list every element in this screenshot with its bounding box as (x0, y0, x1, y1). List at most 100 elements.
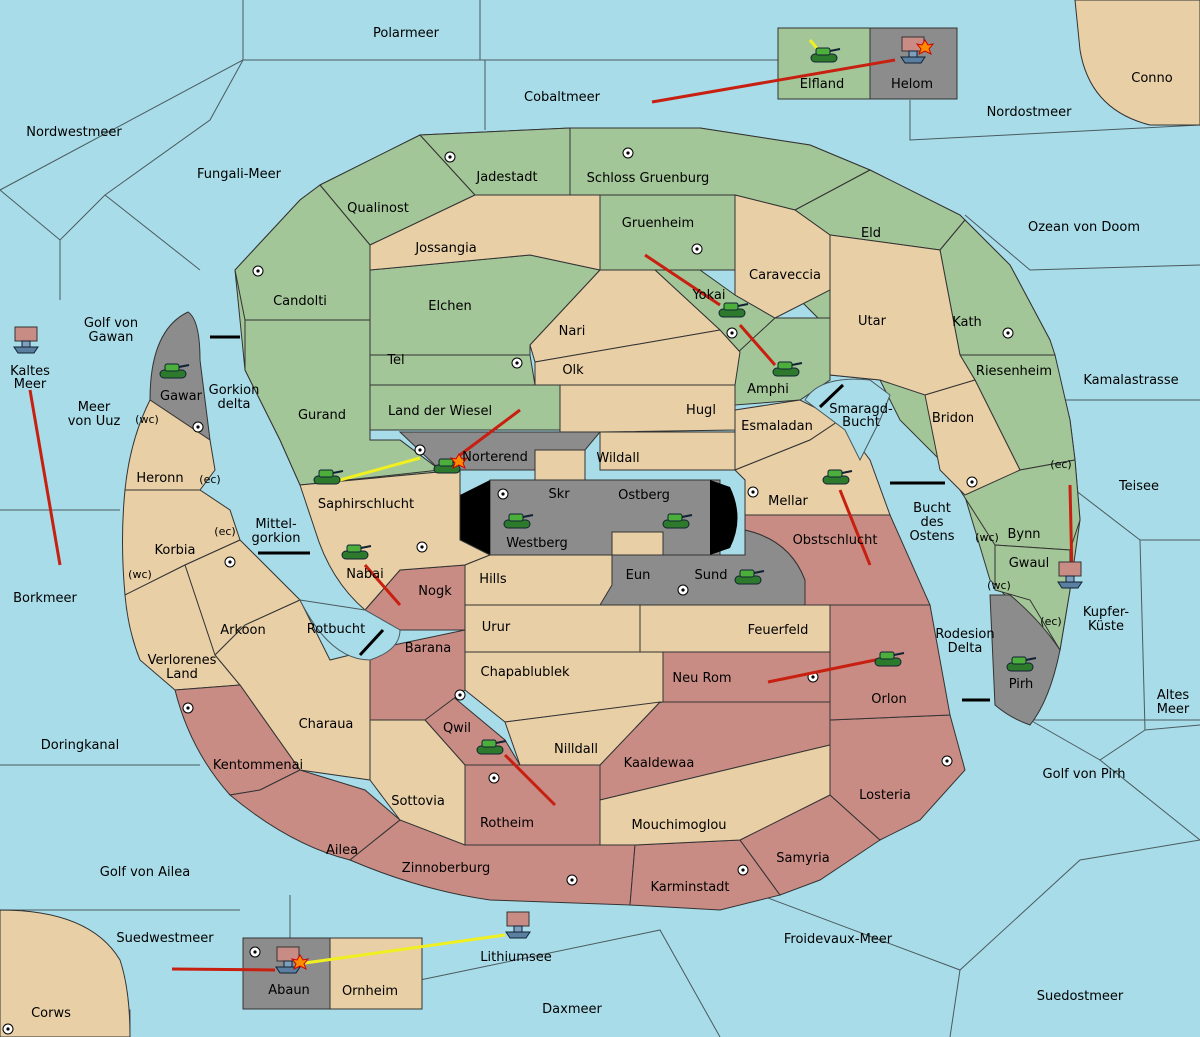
label-mittel-2: gorkion (252, 531, 301, 546)
army-unit-icon[interactable] (159, 363, 190, 379)
label-wiesel: Land der Wiesel (388, 404, 492, 419)
label-eld: Eld (861, 226, 881, 241)
label-altes-1: Altes (1157, 688, 1190, 703)
label-suedostmeer: Suedostmeer (1037, 989, 1124, 1004)
region-nilldall[interactable] (504, 701, 662, 766)
label-helom: Helom (891, 77, 933, 92)
army-unit-icon[interactable] (476, 739, 507, 755)
region-jossangia[interactable] (369, 194, 601, 271)
region-wiesel[interactable] (369, 384, 561, 431)
army-unit-icon[interactable] (341, 544, 372, 560)
region-mouchimoglou[interactable] (599, 744, 831, 846)
label-kath: Kath (952, 315, 982, 330)
region-ailea[interactable] (228, 769, 401, 861)
fleet-unit-icon[interactable] (275, 946, 301, 974)
region-conno[interactable] (1074, 0, 1200, 126)
region-heronn[interactable] (124, 399, 216, 491)
label-golf-gawan-2: Gawan (89, 330, 134, 345)
region-barana[interactable] (369, 629, 466, 721)
fleet-unit-icon[interactable] (13, 326, 39, 354)
region-hugl[interactable] (559, 384, 736, 433)
region-bridon[interactable] (924, 379, 1021, 496)
label-hugl: Hugl (686, 403, 716, 418)
sea-rotbucht[interactable] (299, 599, 401, 661)
label-cobaltmeer: Cobaltmeer (524, 90, 601, 105)
army-unit-icon[interactable] (822, 469, 853, 485)
label-teisee: Teisee (1118, 479, 1159, 494)
supply-centre-icon (497, 488, 509, 500)
label-utar: Utar (858, 314, 887, 329)
label-bucht-3: Ostens (909, 529, 954, 544)
label-saphir: Saphirschlucht (318, 497, 414, 512)
army-unit-icon[interactable] (772, 361, 803, 377)
fleet-unit-icon[interactable] (900, 36, 926, 64)
label-suedwestmeer: Suedwestmeer (116, 931, 214, 946)
label-nari: Nari (559, 324, 586, 339)
label-kaaldewaa: Kaaldewaa (624, 756, 695, 771)
army-unit-icon[interactable] (734, 569, 765, 585)
move-arrow (767, 656, 886, 684)
label-amphi: Amphi (747, 382, 789, 397)
dislodge-icon (915, 39, 935, 56)
arrows (28, 39, 1074, 972)
label-kentommenai: Kentommenai (213, 758, 303, 773)
label-conno: Conno (1131, 71, 1173, 86)
supply-centre-icon (566, 874, 578, 886)
supply-centre-icon (252, 265, 264, 277)
adjacency-arrow (818, 383, 845, 409)
supply-centre-icon (691, 243, 703, 255)
label-ailea: Ailea (326, 843, 358, 858)
label-samyria: Samyria (776, 851, 830, 866)
label-hills: Hills (479, 572, 507, 587)
army-unit-icon[interactable] (1006, 656, 1037, 672)
supply-centre-icon (1002, 327, 1014, 339)
army-unit-icon[interactable] (718, 302, 749, 318)
army-unit-icon[interactable] (874, 651, 905, 667)
label-gwaul-wc: (wc) (987, 579, 1011, 592)
army-unit-icon[interactable] (313, 469, 344, 485)
supply-centre-icon (488, 772, 500, 784)
label-orlon: Orlon (871, 692, 906, 707)
region-sottovia[interactable] (369, 719, 466, 846)
region-mellar[interactable] (734, 419, 891, 516)
label-borkmeer: Borkmeer (13, 591, 77, 606)
label-kaltes-1: Kaltes (10, 364, 50, 379)
army-unit-icon[interactable] (503, 513, 534, 529)
label-kupfer-1: Kupfer- (1083, 605, 1129, 620)
supply-centre-icon (444, 151, 456, 163)
region-feuerfeld[interactable] (639, 604, 831, 653)
label-nilldall: Nilldall (554, 742, 598, 757)
fleet-unit-icon[interactable] (505, 911, 531, 939)
region-gruenheim[interactable] (599, 194, 736, 271)
support-arrow (304, 933, 506, 965)
region-rotheim[interactable] (464, 764, 601, 846)
label-sund: Sund (695, 568, 728, 583)
label-korbia: Korbia (154, 543, 195, 558)
label-arkoon: Arkoon (220, 623, 265, 638)
label-tel: Tel (386, 353, 404, 368)
supply-centre-icon (454, 689, 466, 701)
label-bynn-wc: (wc) (975, 531, 999, 544)
label-heronn-ec: (ec) (199, 473, 220, 486)
move-arrow (459, 408, 521, 457)
label-yokai: Yokai (691, 288, 725, 303)
label-smaragd-1: Smaragd- (829, 402, 893, 417)
supply-centre-icon (182, 702, 194, 714)
label-corws: Corws (31, 1006, 71, 1021)
label-olk: Olk (562, 363, 584, 378)
label-losteria: Losteria (859, 788, 911, 803)
army-unit-icon[interactable] (810, 47, 841, 63)
label-bynn-ec: (ec) (1050, 458, 1071, 471)
move-arrow (503, 753, 557, 807)
supply-centre-icon (192, 421, 204, 433)
label-wildall: Wildall (596, 451, 639, 466)
label-gorkion-2: delta (218, 397, 251, 412)
label-qwil: Qwil (443, 721, 471, 736)
army-unit-icon[interactable] (662, 513, 693, 529)
region-east-cap (710, 480, 738, 555)
units (13, 36, 1083, 974)
label-mouchimoglou: Mouchimoglou (631, 818, 726, 833)
label-skr: Skr (548, 487, 570, 502)
region-corws[interactable] (0, 909, 131, 1037)
fleet-unit-icon[interactable] (1057, 561, 1083, 589)
